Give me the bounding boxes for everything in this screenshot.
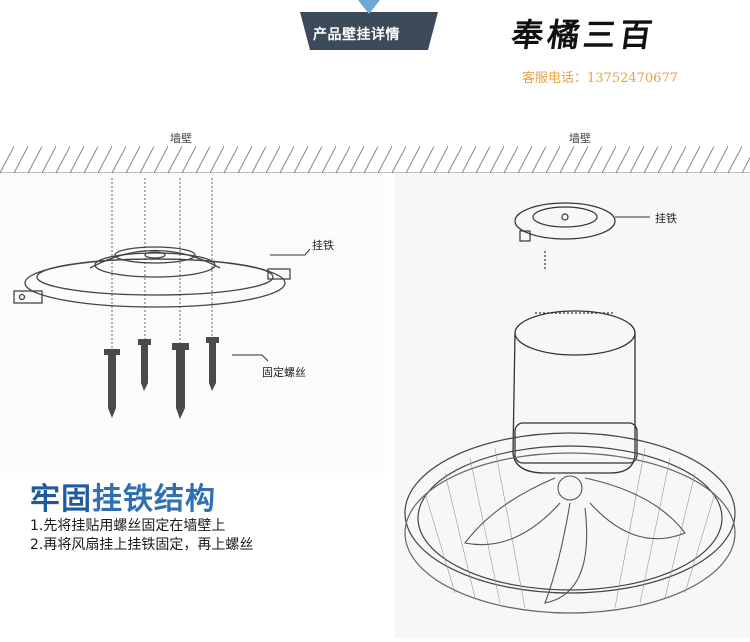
screw-callout: 固定螺丝 (262, 366, 306, 379)
right-fan-diagram (395, 173, 750, 638)
wall-hatching (0, 97, 750, 173)
grille-wires (424, 447, 716, 609)
service-phone: 客服电话：13752470677 (522, 71, 678, 86)
title-strong: 牢固 (30, 482, 92, 517)
hanging-bracket (514, 202, 616, 271)
fan-blades (464, 475, 686, 604)
instruction-step-2: 2.再将风扇挂上挂铁固定，再上螺丝 (30, 537, 254, 553)
section-banner (300, 0, 438, 50)
motor-housing (512, 310, 638, 474)
screw-guide-lines (111, 178, 213, 353)
left-bracket-diagram (0, 173, 385, 473)
wall-label-right: 墙壁 (567, 130, 593, 146)
instruction-step-1: 1.先将挂贴用螺丝固定在墙壁上 (30, 518, 226, 534)
fixing-screws (104, 337, 219, 419)
wall-label-left: 墙壁 (168, 130, 194, 146)
section-title: 牢固挂铁结构 (30, 474, 216, 518)
bracket-callout-left: 挂铁 (312, 239, 334, 252)
title-rest: 挂铁结构 (92, 482, 216, 517)
bracket-plate (13, 246, 291, 308)
banner-label: 产品壁挂详情 (313, 27, 400, 43)
bracket-callout-right: 挂铁 (655, 212, 677, 225)
brand-logo-text: 奉橘三百 (509, 16, 659, 54)
chevron-down-icon (358, 0, 380, 14)
